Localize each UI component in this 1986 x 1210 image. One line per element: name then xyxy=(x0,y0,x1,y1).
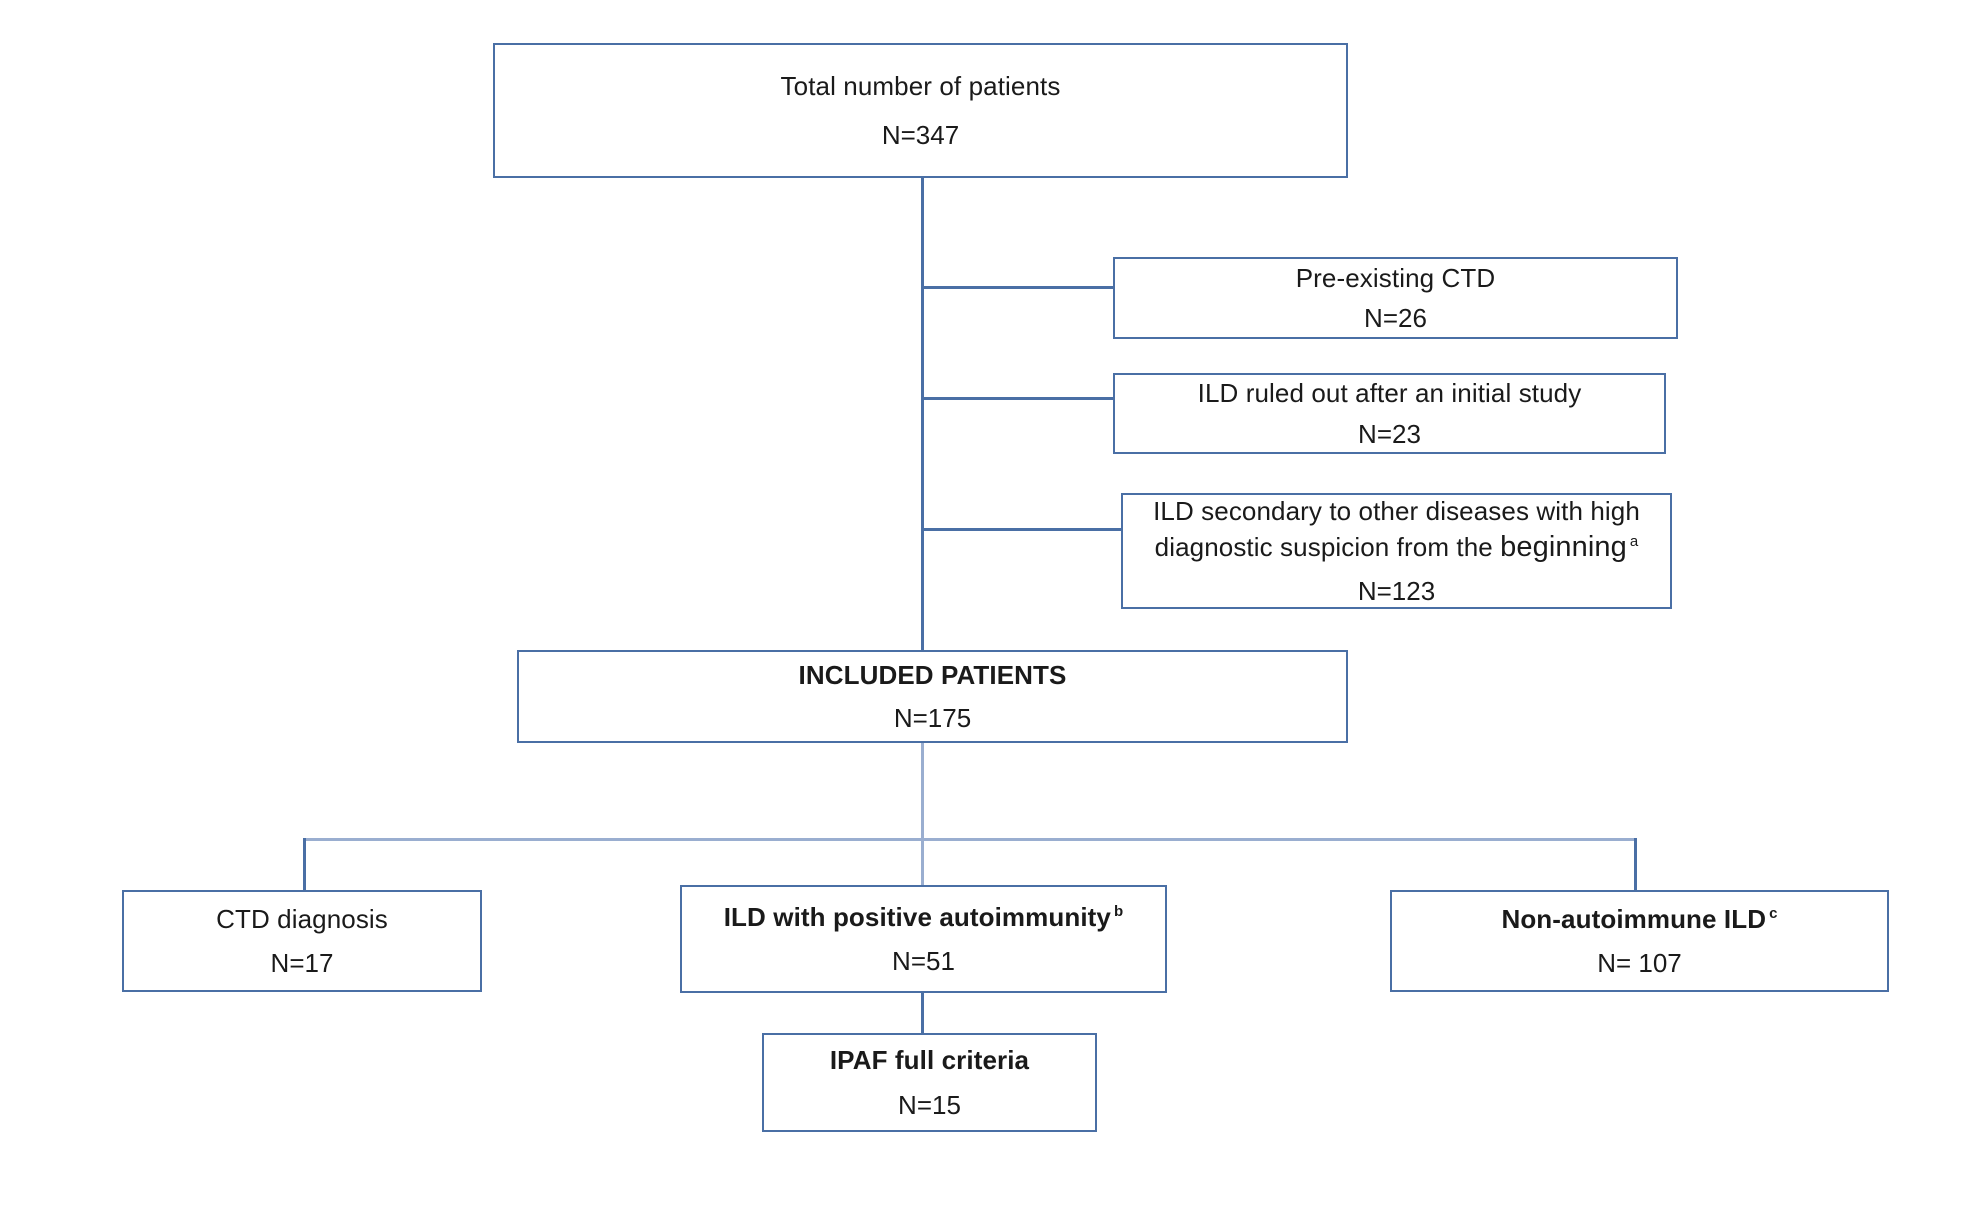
connector-stub-ild-secondary xyxy=(921,528,1121,531)
connector-drop-ctd-diagnosis xyxy=(303,838,306,890)
node-ild-positive-autoimmunity-title-text: ILD with positive autoimmunity xyxy=(723,901,1111,932)
connector-trunk-main xyxy=(921,178,924,652)
connector-stub-ild-ruled-out xyxy=(921,397,1114,400)
node-ild-secondary-title-emphasis: beginning xyxy=(1500,530,1627,563)
connector-drop-non-autoimmune xyxy=(1634,838,1637,890)
node-pre-existing-ctd-title: Pre-existing CTD xyxy=(1295,262,1496,293)
node-included-patients-title: INCLUDED PATIENTS xyxy=(798,660,1067,691)
connector-trunk-lower xyxy=(921,743,924,895)
node-ipaf-full-criteria-count: N=15 xyxy=(898,1089,961,1120)
node-ild-positive-autoimmunity-footnote-marker: b xyxy=(1113,903,1124,921)
node-ctd-diagnosis-count: N=17 xyxy=(270,948,334,978)
node-ipaf-full-criteria[interactable]: IPAF full criteria N=15 xyxy=(762,1033,1097,1132)
connector-stub-pre-existing-ctd xyxy=(921,286,1114,289)
node-ild-ruled-out[interactable]: ILD ruled out after an initial study N=2… xyxy=(1113,373,1666,454)
node-non-autoimmune-ild-title-text: Non-autoimmune ILD xyxy=(1501,903,1767,934)
node-included-patients-count: N=175 xyxy=(893,702,972,733)
node-ild-secondary[interactable]: ILD secondary to other diseases with hig… xyxy=(1121,493,1672,609)
node-total-patients-count: N=347 xyxy=(881,119,960,150)
node-total-patients-title: Total number of patients xyxy=(780,71,1061,102)
node-non-autoimmune-ild-count: N= 107 xyxy=(1597,948,1682,978)
node-ild-secondary-title: ILD secondary to other diseases with hig… xyxy=(1153,494,1640,567)
node-ctd-diagnosis[interactable]: CTD diagnosis N=17 xyxy=(122,890,482,992)
node-ild-ruled-out-title: ILD ruled out after an initial study xyxy=(1197,378,1582,409)
node-ild-secondary-title-line2: diagnostic suspicion from the xyxy=(1154,531,1501,562)
connector-distributor-right xyxy=(921,838,1637,841)
node-ild-ruled-out-count: N=23 xyxy=(1358,418,1421,449)
connector-distributor-left xyxy=(303,838,923,841)
node-included-patients[interactable]: INCLUDED PATIENTS N=175 xyxy=(517,650,1348,743)
node-ild-positive-autoimmunity-count: N=51 xyxy=(892,946,955,976)
node-ild-secondary-count: N=123 xyxy=(1357,576,1436,607)
node-ild-secondary-title-line1: ILD secondary to other diseases with hig… xyxy=(1153,495,1640,526)
node-ild-secondary-footnote-marker: a xyxy=(1629,533,1639,551)
node-total-patients[interactable]: Total number of patients N=347 xyxy=(493,43,1348,178)
node-non-autoimmune-ild-footnote-marker: c xyxy=(1769,905,1778,923)
node-ctd-diagnosis-title: CTD diagnosis xyxy=(216,903,388,934)
node-pre-existing-ctd[interactable]: Pre-existing CTD N=26 xyxy=(1113,257,1678,339)
node-pre-existing-ctd-count: N=26 xyxy=(1364,303,1427,333)
connector-drop-ipaf xyxy=(921,992,924,1034)
node-ipaf-full-criteria-title: IPAF full criteria xyxy=(829,1045,1030,1076)
